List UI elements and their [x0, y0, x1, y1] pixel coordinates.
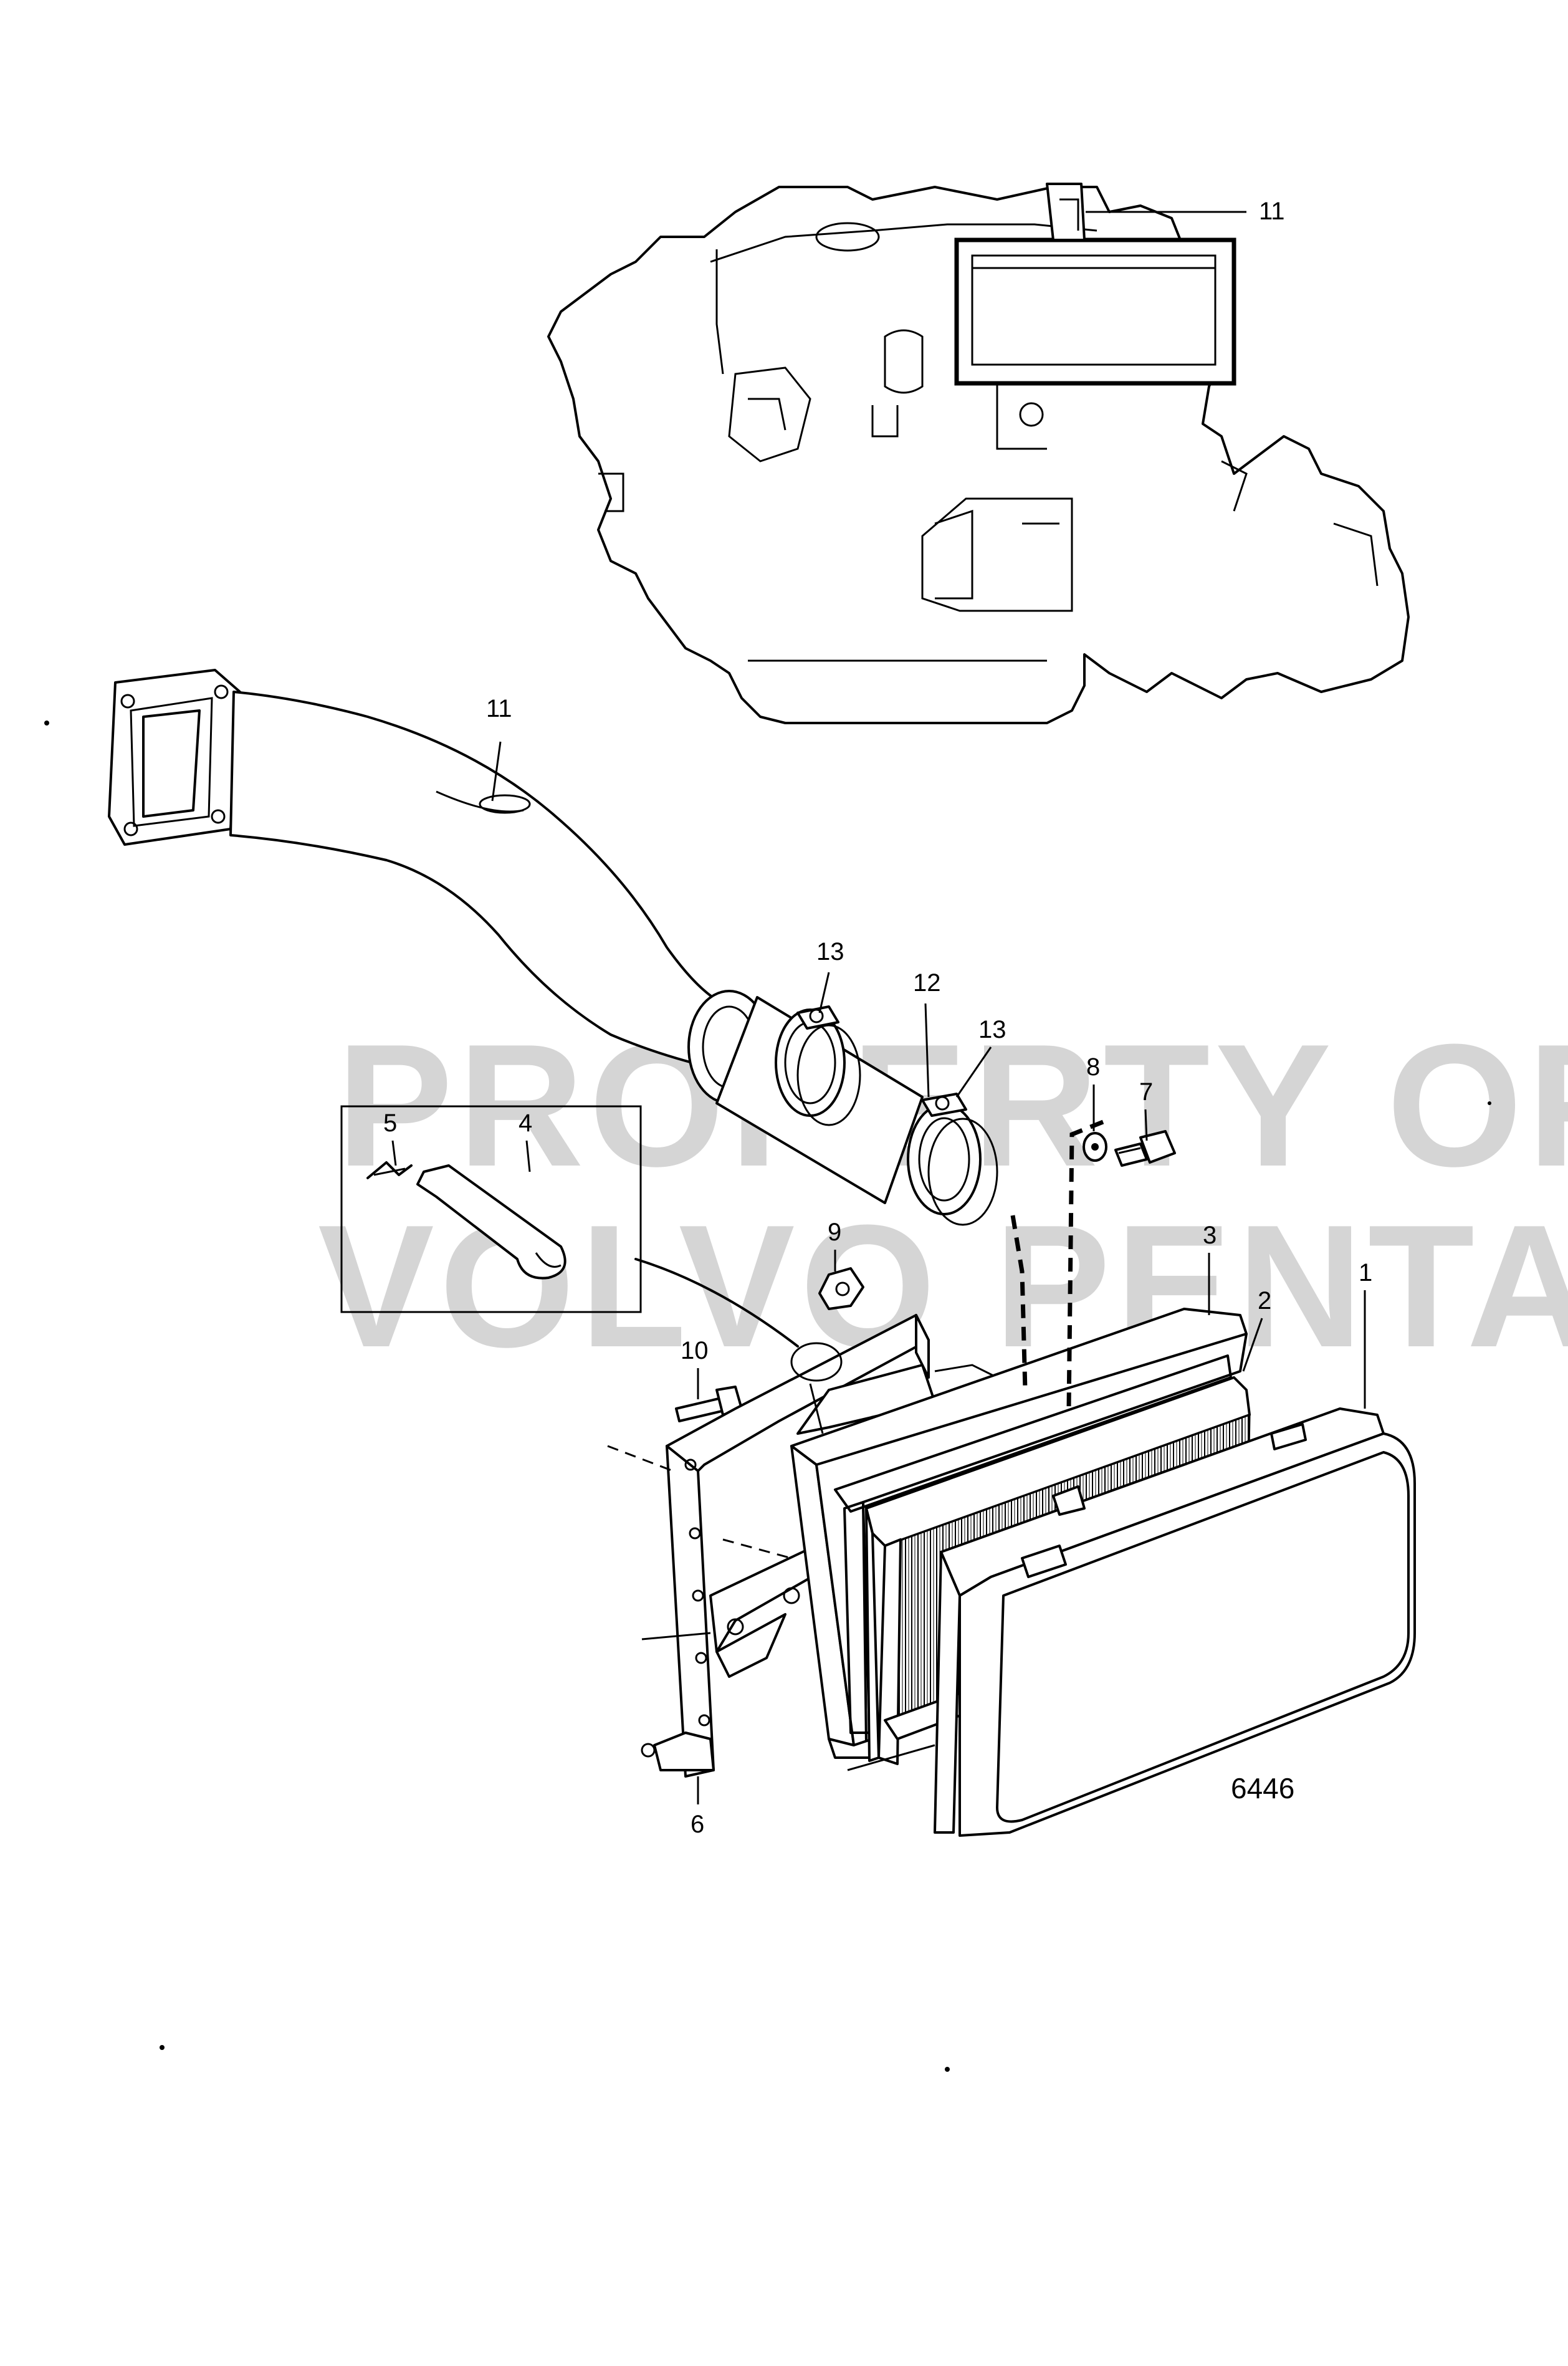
callout-5: 5	[383, 1109, 397, 1137]
intake-hose	[108, 669, 724, 1067]
leader-lines	[391, 211, 1366, 1804]
callout-13-left: 13	[816, 938, 844, 965]
callout-3: 3	[1203, 1222, 1217, 1249]
engine-overview	[547, 183, 1410, 724]
air-filter-assembly	[790, 1308, 1416, 1837]
callout-1: 1	[1359, 1259, 1372, 1286]
scan-specks	[44, 721, 1491, 2072]
callout-11-hose: 11	[486, 695, 512, 722]
callout-4: 4	[519, 1109, 532, 1137]
callout-10: 10	[681, 1337, 709, 1364]
mounting-bracket	[641, 1314, 998, 1778]
callout-2: 2	[1258, 1287, 1271, 1315]
drawing-number: 6446	[1231, 1772, 1294, 1804]
callout-labels: 11 11 13 12 13 8 7 5 4 9 3 2 1 10 6	[383, 198, 1372, 1838]
callout-12: 12	[913, 969, 941, 997]
callout-7: 7	[1139, 1078, 1153, 1106]
callout-9: 9	[828, 1219, 841, 1246]
callout-11-engine: 11	[1259, 198, 1285, 225]
callout-6: 6	[691, 1811, 704, 1838]
callout-8: 8	[1086, 1053, 1100, 1081]
fasteners	[340, 1105, 1176, 1422]
callout-13-right: 13	[978, 1016, 1006, 1043]
assembly-lines	[607, 1119, 1104, 1771]
hose-connector	[687, 990, 998, 1226]
